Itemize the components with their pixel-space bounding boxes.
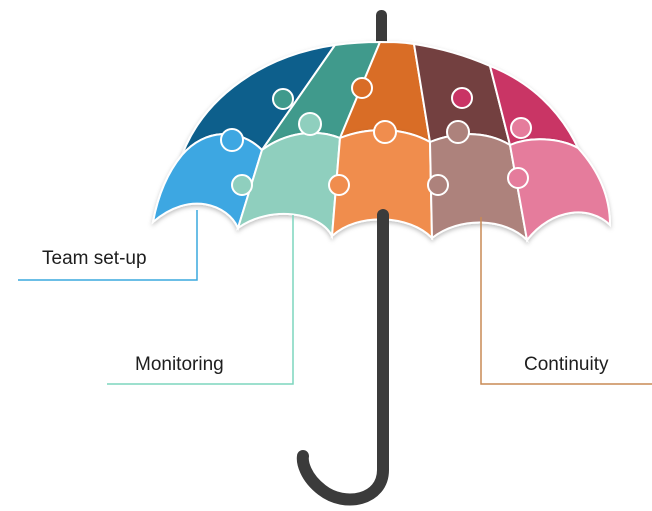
- monitoring-label: Monitoring: [135, 354, 224, 375]
- puzzle-knob: [507, 167, 529, 189]
- team-setup-callout-line: [18, 210, 198, 281]
- puzzle-knob: [231, 174, 253, 196]
- puzzle-knob: [298, 112, 322, 136]
- puzzle-knob: [427, 174, 449, 196]
- canopy-lower-panel-5: [508, 138, 612, 243]
- team-setup-label: Team set-up: [42, 248, 147, 269]
- puzzle-knob: [510, 117, 532, 139]
- puzzle-knob: [220, 128, 244, 152]
- monitoring-callout-line: [107, 215, 294, 385]
- puzzle-knob: [351, 77, 373, 99]
- puzzle-knob: [272, 88, 294, 110]
- puzzle-knobs: [220, 77, 532, 196]
- continuity-callout-line: [480, 217, 652, 385]
- continuity-label: Continuity: [524, 354, 609, 375]
- puzzle-knob: [373, 120, 397, 144]
- puzzle-knob: [446, 120, 470, 144]
- puzzle-knob: [328, 174, 350, 196]
- canopy-lower-panel-1: [151, 133, 264, 231]
- puzzle-knob: [451, 87, 473, 109]
- umbrella-handle: [296, 209, 389, 506]
